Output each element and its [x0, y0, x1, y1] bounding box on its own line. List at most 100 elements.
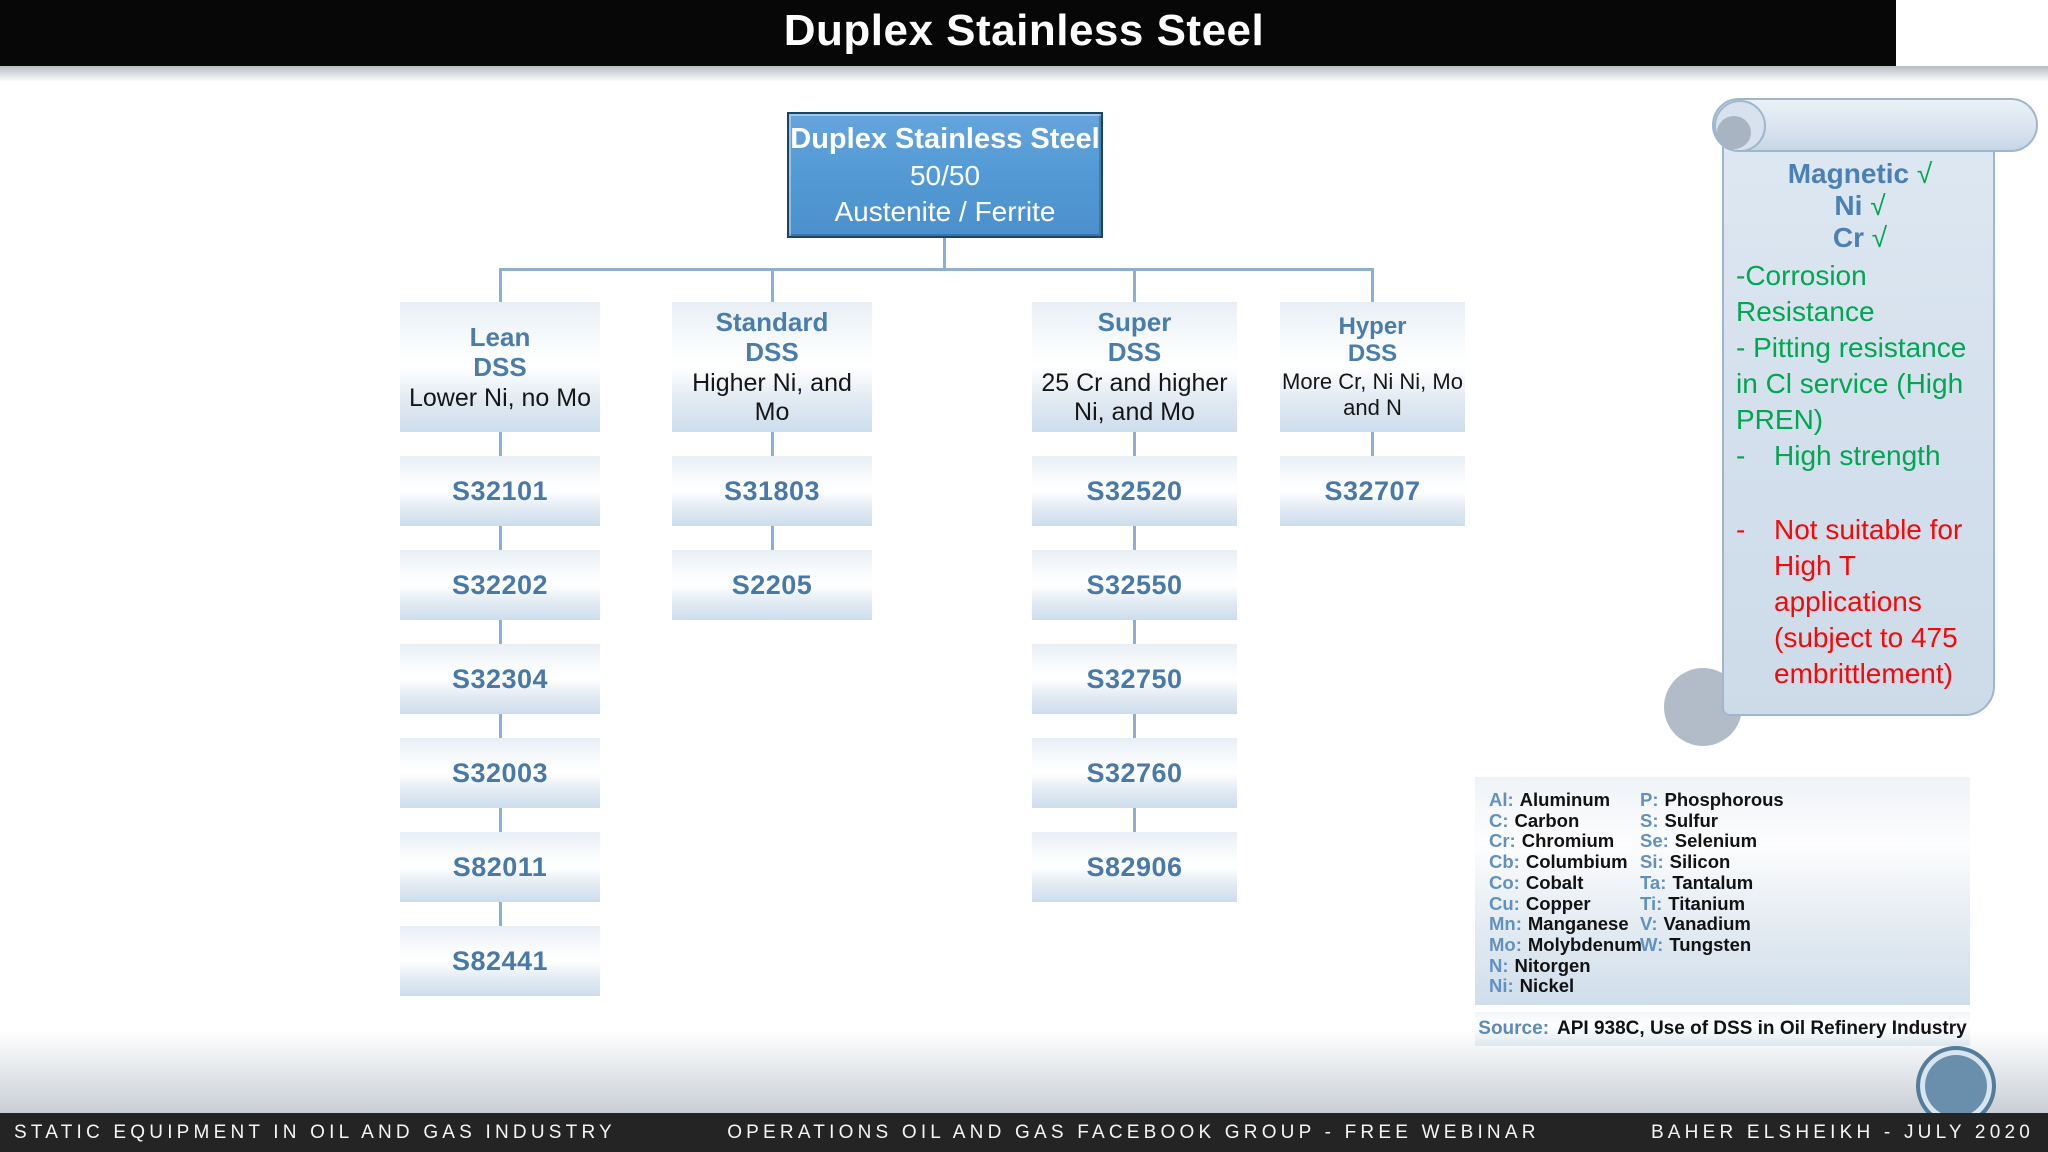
element-name: Vanadium [1663, 913, 1751, 935]
grade-connector-line [1133, 526, 1136, 550]
property-check: Ni √ [1736, 190, 1984, 222]
con-text: Not suitable for High T applications (su… [1774, 514, 1963, 689]
legend-row: V:Vanadium [1640, 913, 1784, 935]
grade-node: S2205 [672, 550, 872, 620]
pro-text: High strength [1774, 440, 1941, 471]
branch-title: Super [1097, 307, 1172, 337]
property-label: Cr [1832, 222, 1864, 253]
con-item: -Not suitable for High T applications (s… [1736, 512, 1984, 692]
element-name: Aluminum [1519, 789, 1611, 810]
property-check: Magnetic √ [1736, 158, 1984, 190]
title-bar-shadow [0, 66, 2048, 82]
grade-node: S32760 [1032, 738, 1237, 808]
element-name: Chromium [1521, 830, 1615, 852]
legend-row: P:Phosphorous [1640, 789, 1784, 811]
property-label: Magnetic [1787, 158, 1910, 189]
element-name: Sulfur [1664, 809, 1718, 831]
branch-description: Higher Ni, and Mo [692, 369, 852, 426]
legend-row: Co:Cobalt [1489, 871, 1640, 894]
scroll-top-curl-icon [1714, 100, 1766, 152]
title-bar [0, 0, 1896, 66]
element-abbreviation: Al: [1489, 789, 1514, 810]
element-name: Copper [1525, 892, 1591, 914]
grade-connector-line [770, 526, 774, 550]
root-node-title: Duplex Stainless Steel [790, 122, 1100, 155]
pro-item: - Pitting resistance in Cl service (High… [1736, 332, 1967, 435]
pros-list: -Corrosion Resistance- Pitting resistanc… [1736, 258, 1984, 474]
bullet-dash: - [1736, 440, 1746, 471]
source-text: API 938C, Use of DSS in Oil Refinery Ind… [1557, 1018, 1967, 1039]
check-mark-icon: √ [1909, 158, 1933, 189]
element-name: Nickel [1519, 975, 1575, 997]
element-abbreviation: Cb: [1489, 851, 1520, 873]
grade-node: S82441 [400, 926, 600, 996]
branch-title: Hyper [1338, 313, 1407, 340]
element-abbreviation: Ti: [1640, 892, 1663, 914]
element-abbreviation: W: [1640, 933, 1664, 955]
legend-row: Ni:Nickel [1489, 975, 1640, 997]
legend-row: Mo:Molybdenum [1489, 933, 1642, 956]
grade-node: S82906 [1032, 832, 1237, 902]
branch-subtitle: DSS [745, 337, 799, 367]
branch-title: Standard [715, 307, 829, 337]
legend-row: Ta:Tantalum [1640, 872, 1784, 894]
pro-item: -High strength [1736, 438, 1984, 474]
legend-row: Mn:Manganese [1489, 913, 1640, 935]
element-abbreviation: Cr: [1489, 830, 1516, 852]
legend-row: W:Tungsten [1640, 933, 1784, 956]
grade-node: S32750 [1032, 644, 1237, 714]
element-name: Tungsten [1669, 933, 1752, 955]
check-mark-icon: √ [1862, 190, 1886, 221]
scroll-top-roll [1712, 98, 2038, 152]
element-abbreviation: P: [1640, 789, 1659, 810]
element-name: Selenium [1674, 830, 1758, 852]
branch-title: Lean [469, 321, 531, 352]
connector-drop [1371, 268, 1374, 302]
legend-row: S:Sulfur [1640, 809, 1784, 832]
legend-row: C:Carbon [1489, 809, 1640, 832]
connector-drop [771, 268, 774, 302]
element-abbreviation: N: [1489, 954, 1509, 976]
element-abbreviation: Mn: [1489, 913, 1522, 935]
element-abbreviation: Se: [1640, 830, 1669, 852]
grade-connector-line [1133, 620, 1136, 644]
element-abbreviation: S: [1640, 809, 1659, 831]
element-abbreviation: Ni: [1489, 975, 1514, 997]
grade-node: S82011 [400, 832, 600, 902]
cons-list: -Not suitable for High T applications (s… [1736, 512, 1984, 692]
element-abbreviation: Si: [1640, 851, 1664, 873]
connector-root-stem [943, 238, 946, 268]
element-abbreviation: Mo: [1489, 933, 1522, 955]
element-name: Nitorgen [1514, 954, 1591, 976]
connector-drop [1133, 268, 1136, 302]
element-name: Carbon [1514, 809, 1580, 831]
branch-subtitle: DSS [473, 351, 527, 382]
element-name: Columbium [1525, 851, 1628, 873]
grade-node: S32304 [400, 644, 600, 714]
grade-node: S31803 [672, 456, 872, 526]
source-strip: Source: API 938C, Use of DSS in Oil Refi… [1475, 1012, 1970, 1046]
grade-connector-line [498, 432, 502, 456]
legend-row: Ti:Titanium [1640, 892, 1784, 915]
footer-left-text: STATIC EQUIPMENT IN OIL AND GAS INDUSTRY [14, 1121, 616, 1143]
grade-node: S32550 [1032, 550, 1237, 620]
element-name: Cobalt [1525, 871, 1584, 893]
scroll-note-text: Magnetic √Ni √Cr √ -Corrosion Resistance… [1736, 158, 1984, 692]
connector-bus [500, 268, 1374, 271]
element-abbreviation: C: [1489, 809, 1509, 831]
root-node-phases: Austenite / Ferrite [834, 195, 1056, 227]
element-abbreviation: Co: [1489, 871, 1520, 893]
scroll-note [1722, 126, 1995, 716]
root-node-ratio: 50/50 [909, 159, 981, 191]
element-name: Manganese [1527, 913, 1629, 935]
